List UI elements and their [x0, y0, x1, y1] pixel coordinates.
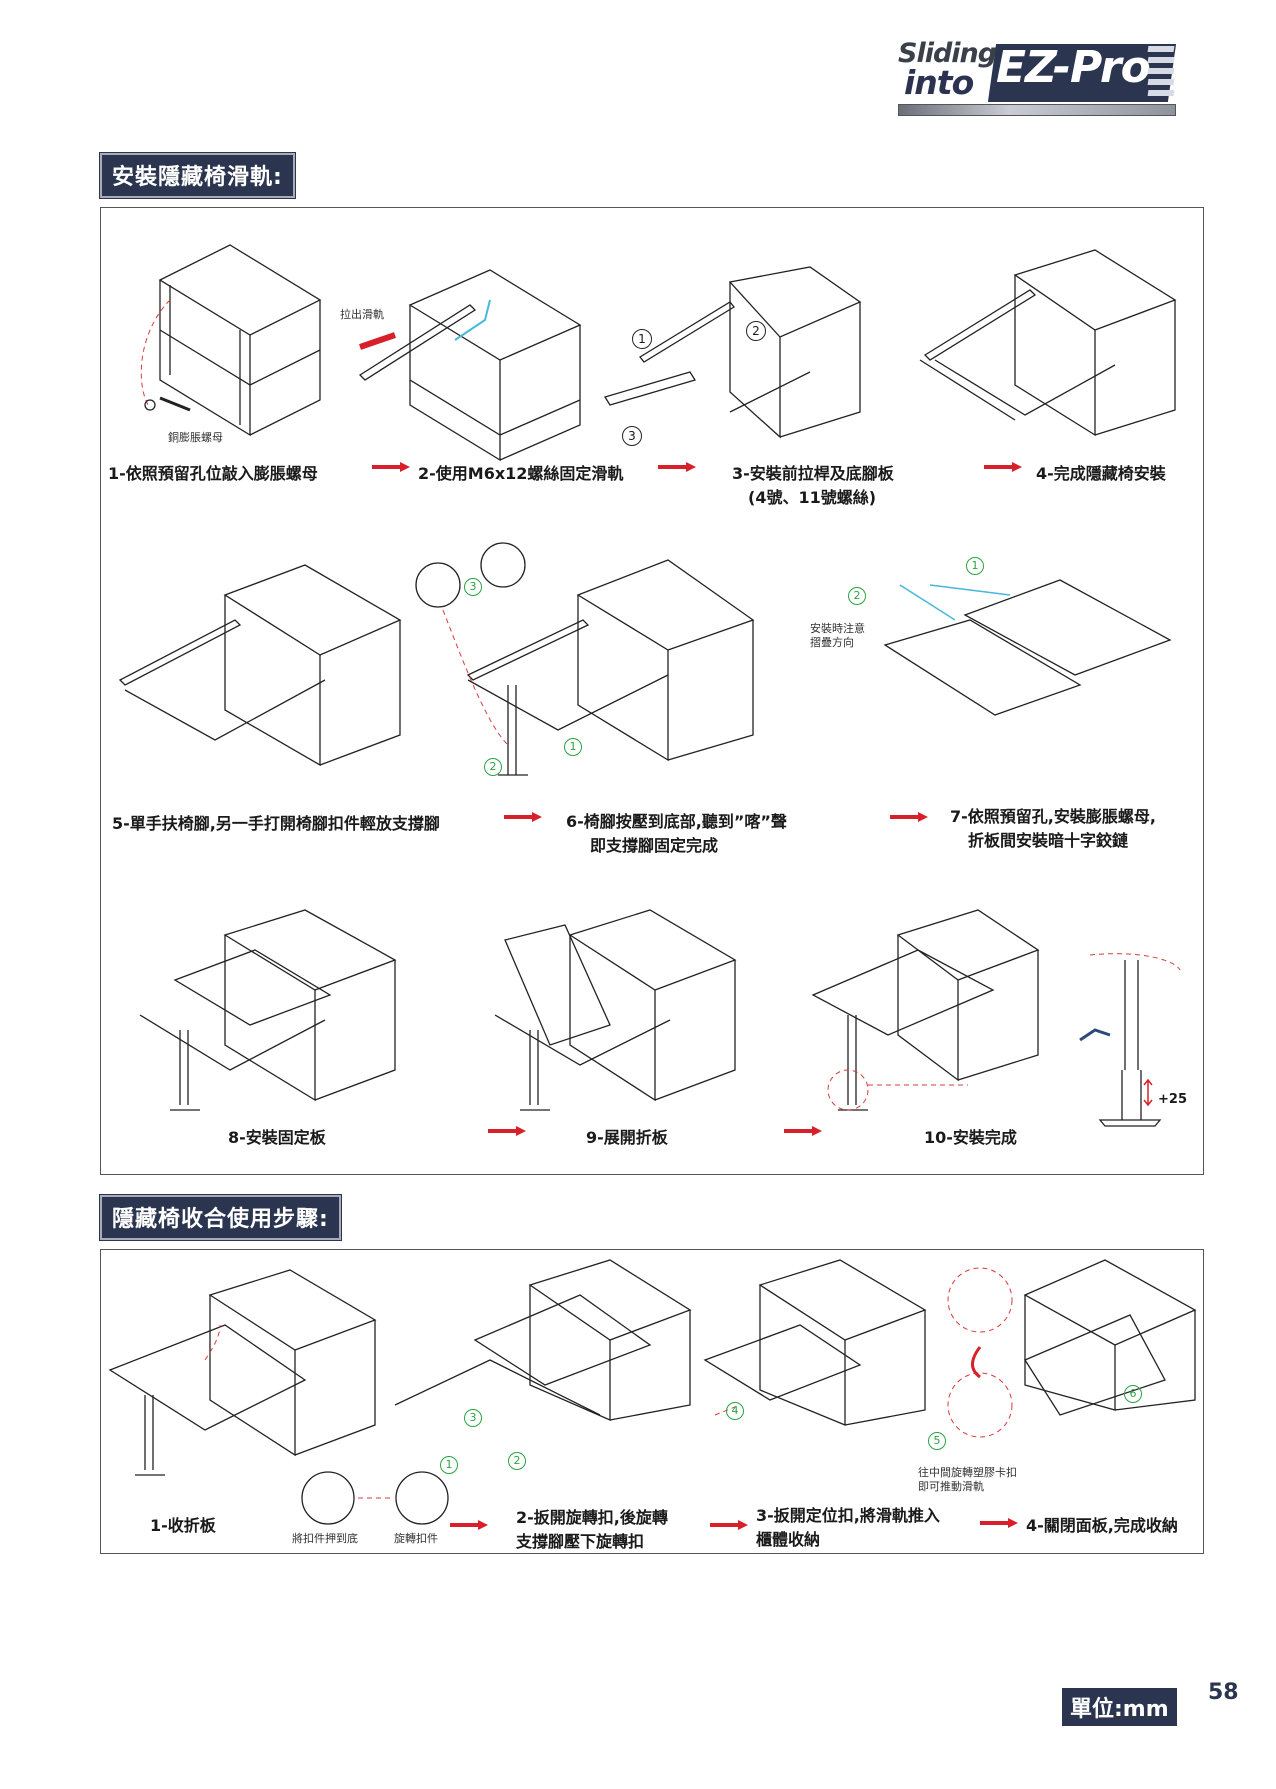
- logo-slide-rail-image: [898, 104, 1176, 116]
- height-adjust-label: +25: [1158, 1092, 1187, 1107]
- flow-arrow-icon: [372, 462, 410, 472]
- install-step10-caption: 10-安裝完成: [924, 1128, 1017, 1147]
- label-rotate-note-line2: 即可推動滑軌: [918, 1480, 984, 1493]
- usage-step3-caption-line2: 櫃體收納: [756, 1530, 821, 1549]
- flow-arrow-icon: [890, 812, 928, 822]
- cabinet-illustration-step8: [139, 909, 397, 1111]
- circle-number: 1: [564, 738, 582, 756]
- circle-number: 2: [746, 321, 766, 341]
- circle-number: 5: [928, 1432, 946, 1450]
- install-step4-caption: 4-完成隱藏椅安裝: [1036, 464, 1166, 483]
- brand-logo: Sliding into EZ-Pro: [888, 38, 1188, 116]
- cabinet-illustration-fold: [108, 1269, 377, 1476]
- cabinet-illustration-step4: [919, 249, 1177, 437]
- circle-number: 4: [726, 1402, 744, 1420]
- install-step7-caption-line2: 折板間安裝暗十字鉸鏈: [968, 831, 1129, 850]
- unit-badge: 單位:mm: [1062, 1688, 1177, 1726]
- circle-number: 6: [1124, 1385, 1142, 1403]
- label-rotate-clip: 旋轉扣件: [394, 1532, 438, 1545]
- cabinet-illustration-step6: [415, 542, 755, 776]
- circle-number: 2: [508, 1452, 526, 1470]
- flow-arrow-icon: [658, 462, 696, 472]
- circle-number: 2: [484, 758, 502, 776]
- logo-word-sliding: Sliding: [898, 38, 997, 69]
- cabinet-illustration-step5: [118, 564, 402, 767]
- cabinet-illustration-push-rail: [703, 1259, 927, 1426]
- flow-arrow-icon: [488, 1126, 526, 1136]
- cabinet-illustration-step3: [603, 266, 862, 439]
- label-copper-nut: 銅膨脹螺母: [168, 431, 223, 444]
- circle-number: 1: [440, 1456, 458, 1474]
- usage-panel: [100, 1249, 1204, 1554]
- usage-step2-caption-line2: 支撐腳壓下旋轉扣: [516, 1532, 645, 1551]
- circle-number: 3: [464, 578, 482, 596]
- usage-step1-caption: 1-收折板: [150, 1516, 216, 1535]
- label-pull-rail: 拉出滑軌: [340, 308, 384, 321]
- cabinet-illustration-step10: [811, 909, 1040, 1111]
- cabinet-illustration-step9: [494, 909, 737, 1111]
- install-section-title: 安裝隱藏椅滑軌:: [100, 153, 295, 198]
- circle-number: 3: [622, 426, 642, 446]
- cabinet-illustration-step1: [140, 244, 322, 437]
- clip-detail-illustration: [301, 1471, 449, 1525]
- install-step7-caption-line1: 7-依照預留孔,安裝膨脹螺母,: [950, 807, 1156, 826]
- usage-step3-caption-line1: 3-扳開定位扣,將滑軌推入: [756, 1506, 940, 1525]
- label-rotate-note-line1: 往中間旋轉塑膠卡扣: [918, 1466, 1017, 1479]
- install-step3-caption-line1: 3-安裝前拉桿及底腳板: [732, 464, 894, 483]
- install-step9-caption: 9-展開折板: [586, 1128, 668, 1147]
- folding-panel-illustration-step7: [883, 579, 1172, 716]
- usage-section-title: 隱藏椅收合使用步驟:: [100, 1195, 341, 1240]
- flow-arrow-icon: [980, 1518, 1018, 1528]
- usage-step2-caption-line1: 2-扳開旋轉扣,後旋轉: [516, 1508, 668, 1527]
- usage-step4-caption: 4-關閉面板,完成收納: [1026, 1516, 1178, 1535]
- page-number: 58: [1208, 1680, 1239, 1705]
- label-note-line1: 安裝時注意: [810, 622, 865, 635]
- logo-stripes: [1147, 46, 1175, 101]
- flow-arrow-icon: [710, 1520, 748, 1530]
- flow-arrow-icon: [504, 812, 542, 822]
- circle-number: 2: [848, 587, 866, 605]
- install-step3-caption-line2: (4號、11號螺絲): [748, 488, 877, 507]
- circle-number: 1: [966, 557, 984, 575]
- flow-arrow-icon: [984, 462, 1022, 472]
- install-step6-caption-line1: 6-椅腳按壓到底部,聽到”喀”聲: [566, 812, 787, 831]
- label-push-clip: 將扣件押到底: [292, 1532, 358, 1545]
- logo-brand: EZ-Pro: [996, 42, 1151, 93]
- leg-height-adjustment-illustration: [1079, 953, 1181, 1127]
- flow-arrow-icon: [450, 1520, 488, 1530]
- label-note-line2: 摺疊方向: [810, 636, 854, 649]
- circle-number: 3: [464, 1409, 482, 1427]
- install-step2-caption: 2-使用M6x12螺絲固定滑軌: [418, 464, 624, 483]
- cabinet-illustration-release-leg: [394, 1259, 692, 1421]
- rotate-clip-detail-illustration: [947, 1267, 1013, 1438]
- install-step6-caption-line2: 即支撐腳固定完成: [590, 836, 719, 855]
- circle-number: 1: [632, 329, 652, 349]
- logo-word-into: into: [904, 63, 974, 102]
- flow-arrow-icon: [784, 1126, 822, 1136]
- install-step5-caption: 5-單手扶椅腳,另一手打開椅腳扣件輕放支撐腳: [112, 814, 440, 833]
- install-step1-caption: 1-依照預留孔位敲入膨脹螺母: [108, 464, 318, 483]
- cabinet-illustration-step2: [358, 269, 582, 462]
- install-step8-caption: 8-安裝固定板: [228, 1128, 326, 1147]
- cabinet-illustration-close: [1023, 1259, 1197, 1416]
